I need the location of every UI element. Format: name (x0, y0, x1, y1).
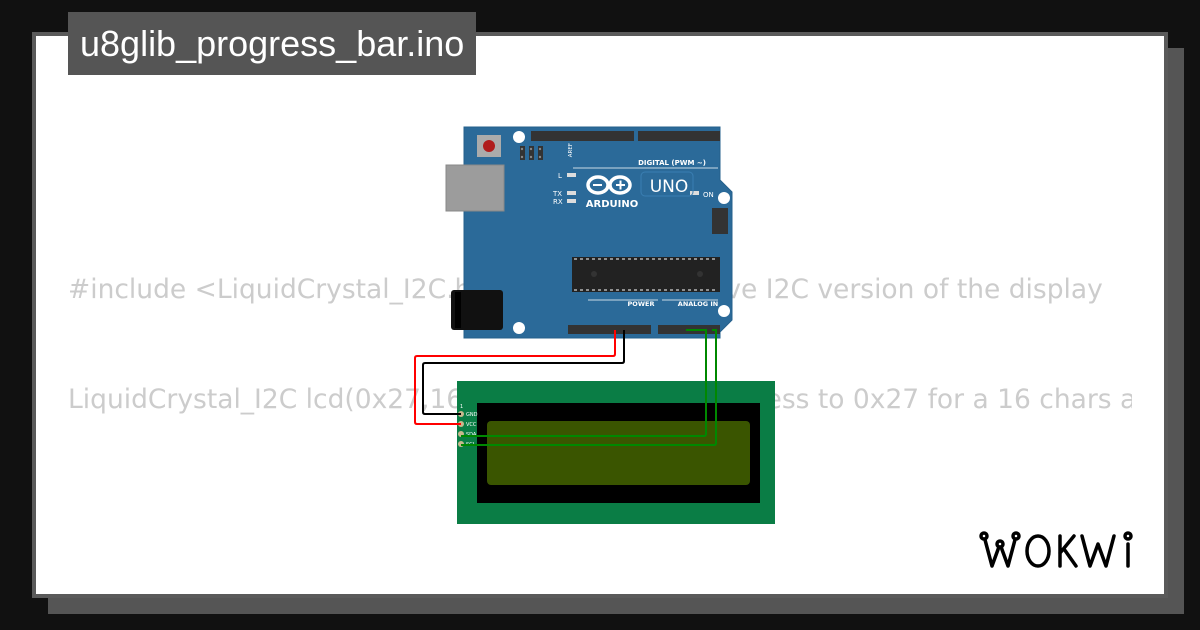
svg-text:L: L (558, 172, 562, 180)
arduino-logo: ARDUINO UNO (586, 171, 694, 210)
usb-port (445, 164, 505, 212)
wire-sda (461, 329, 707, 437)
wire-scl (461, 329, 717, 446)
svg-text:1: 1 (460, 404, 463, 410)
digital-header-1[interactable] (531, 131, 634, 141)
svg-text:ARDUINO: ARDUINO (586, 199, 638, 210)
svg-text:RX: RX (553, 198, 563, 206)
wires (414, 329, 717, 446)
analog-label: ANALOG IN (678, 300, 718, 308)
power-header[interactable] (568, 325, 651, 334)
svg-text:TX: TX (552, 190, 562, 198)
svg-text:AREF: AREF (568, 143, 574, 157)
wire-gnd (422, 330, 625, 415)
digital-header-2[interactable] (638, 131, 720, 141)
svg-text:ON: ON (703, 191, 714, 199)
svg-text:VCC: VCC (466, 422, 477, 428)
wokwi-logo (979, 531, 1133, 568)
wire-vcc (414, 330, 616, 425)
svg-text:GND: GND (466, 412, 478, 418)
svg-text:UNO: UNO (650, 177, 689, 197)
digital-label: DIGITAL (PWM ~) (638, 159, 706, 167)
power-jack (451, 290, 503, 330)
project-title: u8glib_progress_bar.ino (68, 12, 477, 75)
lcd-screen (487, 421, 750, 485)
power-label: POWER (628, 300, 655, 308)
